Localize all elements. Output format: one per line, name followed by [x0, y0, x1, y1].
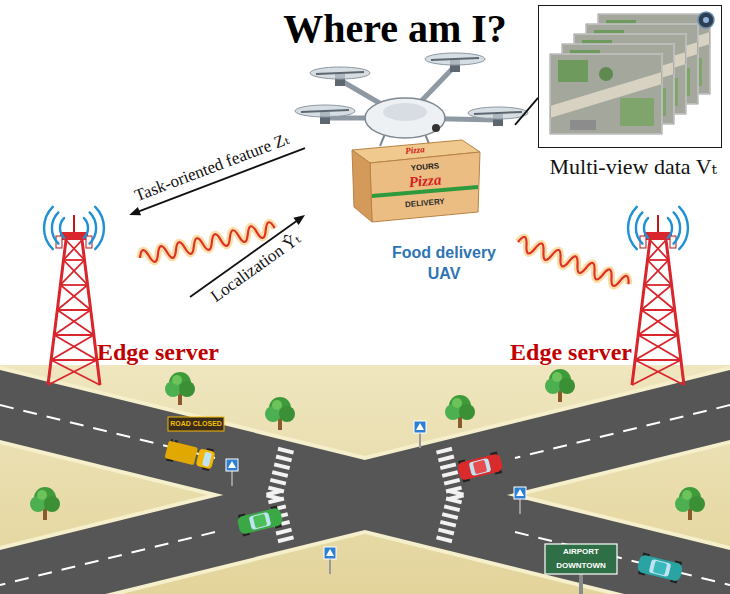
edge-label: Localization Ŷₜ — [208, 230, 305, 307]
trees — [30, 487, 60, 520]
edge-server-node: Edge server — [610, 215, 710, 315]
uav-drone — [425, 53, 485, 65]
road-curb — [0, 366, 730, 594]
trees — [545, 369, 575, 402]
teal-car — [649, 559, 672, 577]
uav-drone — [365, 98, 445, 138]
multi-view-stack — [698, 12, 714, 28]
pizza-box — [352, 150, 372, 222]
signal-wave — [516, 235, 632, 290]
traffic-signs — [514, 487, 526, 514]
sign-text: AIRPORT — [563, 548, 599, 557]
green-car — [253, 514, 268, 529]
connector-line — [515, 98, 538, 125]
traffic-signs — [324, 547, 336, 574]
uav-drone — [431, 58, 479, 60]
direction-sign — [579, 574, 583, 594]
edge-label: Task-oriented feature Zₜ — [132, 130, 291, 206]
road — [0, 370, 730, 594]
teal-car — [636, 552, 684, 584]
multi-view-frame: Multi-view data Vₜ — [538, 5, 722, 148]
yellow-truck — [196, 448, 216, 469]
box-print: DELIVERY — [405, 198, 445, 210]
diagram-title: Where am I? — [200, 6, 590, 52]
connector — [515, 98, 538, 125]
arrow-head — [129, 207, 141, 215]
server-label: Edge server — [97, 338, 219, 366]
road — [0, 370, 730, 594]
traffic-signs — [226, 421, 526, 574]
pizza-box — [352, 140, 480, 222]
frame-caption: Multi-view data Vₜ — [549, 154, 717, 180]
server-label: Edge server — [510, 338, 632, 366]
red-car — [469, 458, 492, 476]
uav-drone — [301, 110, 349, 112]
signal-wave — [516, 235, 632, 290]
teal-car — [653, 561, 668, 576]
uav-drone — [295, 53, 528, 146]
edge-server-node: Edge server — [30, 215, 190, 315]
multi-view-stack — [538, 5, 722, 148]
teal-car — [636, 554, 683, 582]
multi-view-stack — [703, 17, 709, 23]
uav-drone — [383, 103, 427, 121]
lane-marking — [0, 405, 730, 585]
road-curb — [0, 366, 730, 594]
sign-text: DOWNTOWN — [556, 562, 606, 571]
road-closed-sign — [217, 431, 219, 442]
road-closed-sign — [168, 417, 224, 431]
box-print: Pizza — [408, 171, 442, 190]
trees — [265, 397, 295, 430]
arrow-head — [293, 215, 305, 225]
road — [0, 370, 730, 594]
uav-drone — [295, 105, 355, 117]
uav-drone — [310, 67, 370, 79]
trees — [445, 395, 475, 428]
uav-drone — [316, 72, 364, 74]
yellow-truck — [165, 441, 198, 466]
red-car — [473, 460, 488, 475]
city-scene — [628, 207, 688, 385]
lane-marking — [515, 532, 730, 585]
traffic-signs — [226, 459, 238, 486]
pizza-box — [370, 152, 480, 222]
yellow-truck — [202, 452, 212, 467]
uav-label: Food delivery UAV — [385, 242, 503, 284]
multi-view-stack — [550, 54, 662, 134]
green-car — [249, 512, 272, 530]
direction-sign — [545, 544, 617, 574]
red-car — [456, 451, 504, 483]
city-scene — [44, 207, 104, 385]
box-print: Pizza — [405, 145, 425, 157]
lane-marking — [0, 532, 215, 585]
crosswalks — [266, 447, 464, 543]
sign-text: ROAD CLOSED — [170, 420, 222, 428]
green-car — [236, 505, 284, 537]
green-car — [236, 507, 283, 535]
uav-drone — [474, 112, 522, 114]
lane-marking — [515, 405, 730, 458]
yellow-truck — [164, 439, 216, 472]
trees — [165, 372, 195, 405]
traffic-signs — [414, 421, 426, 448]
road-curb — [0, 366, 730, 594]
signal-wave — [516, 235, 632, 290]
uav-drone — [468, 107, 528, 119]
trees — [30, 369, 705, 520]
uav-drone — [432, 124, 440, 132]
trees — [675, 487, 705, 520]
direction-sign — [545, 544, 617, 594]
multi-view-stack — [538, 5, 722, 148]
road-closed-sign — [173, 431, 175, 442]
red-car — [456, 453, 503, 481]
road-closed-sign — [168, 417, 224, 442]
